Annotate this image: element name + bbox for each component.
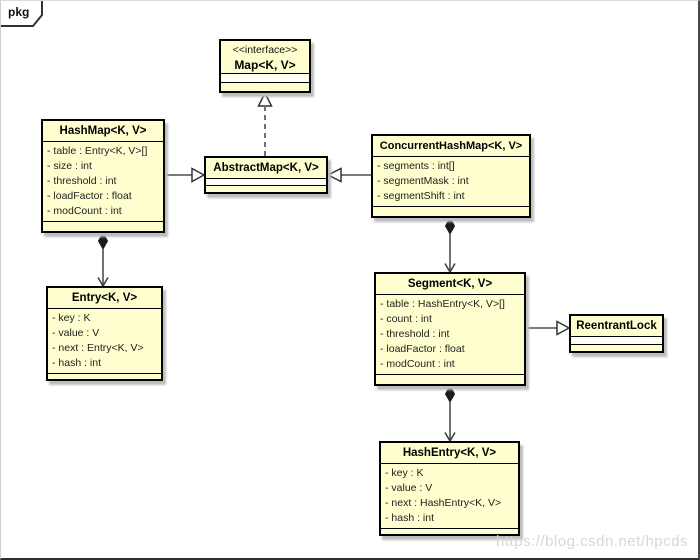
attributes-compartment-empty (221, 73, 309, 82)
generalization-concurrenthashmap-to-abstractmap (326, 167, 371, 183)
attributes-compartment: - key : K - value : V - next : HashEntry… (381, 463, 518, 528)
class-title: HashEntry<K, V> (402, 447, 497, 459)
attribute: - count : int (380, 313, 432, 325)
class-title: ConcurrentHashMap<K, V> (379, 140, 523, 152)
attribute: - modCount : int (380, 358, 455, 370)
attributes-compartment: - key : K - value : V - next : Entry<K, … (48, 308, 161, 373)
composition-concurrenthashmap-to-segment (444, 216, 456, 274)
class-entry[interactable]: Entry<K, V> - key : K - value : V - next… (46, 286, 163, 381)
class-reentrantlock[interactable]: ReentrantLock (569, 314, 664, 353)
attribute: - next : Entry<K, V> (52, 342, 144, 354)
attribute: - key : K (385, 467, 424, 479)
csdn-watermark: https://blog.csdn.net/hpcds (496, 533, 688, 550)
attributes-compartment: - table : Entry<K, V>[] - size : int - t… (43, 141, 163, 221)
operations-compartment-empty (221, 82, 309, 91)
operations-compartment-empty (381, 528, 518, 534)
attribute: - table : Entry<K, V>[] (47, 145, 148, 157)
attribute: - segments : int[] (377, 160, 455, 172)
generalization-hashmap-to-abstractmap (163, 167, 206, 183)
attribute: - modCount : int (47, 205, 122, 217)
operations-compartment-empty (206, 185, 326, 192)
attribute: - hash : int (52, 357, 102, 369)
attribute: - loadFactor : float (47, 190, 132, 202)
class-title: Map<K, V> (234, 58, 296, 72)
attribute: - value : V (385, 482, 433, 494)
attribute: - table : HashEntry<K, V>[] (380, 298, 505, 310)
attributes-compartment: - table : HashEntry<K, V>[] - count : in… (376, 294, 524, 374)
class-segment[interactable]: Segment<K, V> - table : HashEntry<K, V>[… (374, 272, 526, 386)
package-tab-shape (1, 1, 43, 27)
composition-hashmap-to-entry (97, 231, 109, 288)
attributes-compartment-empty (206, 178, 326, 185)
attribute: - threshold : int (47, 175, 117, 187)
class-hashmap[interactable]: HashMap<K, V> - table : Entry<K, V>[] - … (41, 119, 165, 233)
attribute: - key : K (52, 312, 91, 324)
attribute: - segmentShift : int (377, 190, 465, 202)
attributes-compartment-empty (571, 336, 662, 344)
operations-compartment-empty (48, 373, 161, 379)
package-tab-label: pkg (8, 5, 30, 19)
class-title: HashMap<K, V> (59, 125, 147, 137)
class-map[interactable]: <<interface>> Map<K, V> (219, 39, 311, 93)
operations-compartment-empty (43, 221, 163, 231)
attribute: - segmentMask : int (377, 175, 469, 187)
attribute: - threshold : int (380, 328, 450, 340)
class-concurrenthashmap[interactable]: ConcurrentHashMap<K, V> - segments : int… (371, 134, 531, 218)
operations-compartment-empty (376, 374, 524, 384)
operations-compartment-empty (571, 343, 662, 351)
class-title: AbstractMap<K, V> (213, 162, 319, 174)
class-title: ReentrantLock (576, 320, 657, 332)
composition-segment-to-hashentry (444, 384, 456, 443)
attributes-compartment: - segments : int[] - segmentMask : int -… (373, 156, 529, 206)
stereotype-label: <<interface>> (232, 44, 298, 56)
class-title: Segment<K, V> (407, 278, 493, 290)
generalization-segment-to-reentrantlock (526, 320, 571, 336)
package-frame-tab: pkg (1, 1, 47, 28)
attribute: - size : int (47, 160, 92, 172)
attribute: - next : HashEntry<K, V> (385, 497, 502, 509)
attribute: - loadFactor : float (380, 343, 465, 355)
attribute: - value : V (52, 327, 100, 339)
class-hashentry[interactable]: HashEntry<K, V> - key : K - value : V - … (379, 441, 520, 536)
attribute: - hash : int (385, 512, 435, 524)
realization-abstractmap-to-map (257, 91, 273, 156)
operations-compartment-empty (373, 206, 529, 216)
class-abstractmap[interactable]: AbstractMap<K, V> (204, 156, 328, 194)
class-title: Entry<K, V> (71, 292, 138, 304)
